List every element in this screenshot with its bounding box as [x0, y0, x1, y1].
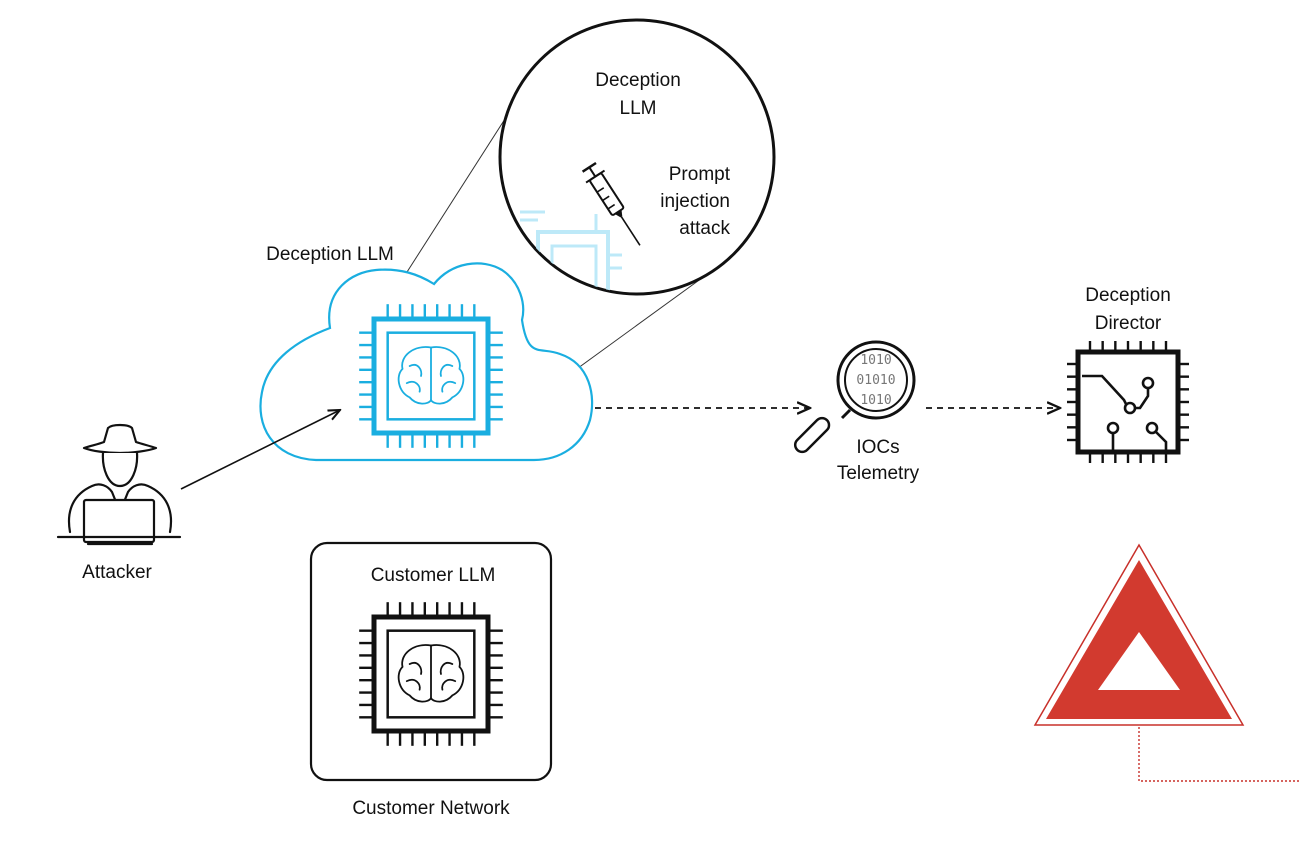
- syringe-icon: [581, 161, 641, 246]
- cloud-llm-label: Deception LLM: [266, 244, 394, 265]
- zoom-title-line-1: Deception: [595, 70, 681, 91]
- zoom-circle: [498, 18, 776, 296]
- customer-chip-icon: [359, 602, 503, 746]
- director-label-line-1: Deception: [1085, 285, 1171, 306]
- magnifier-icon: 1010 01010 1010: [793, 340, 916, 454]
- binary-line-1: 1010: [860, 353, 891, 368]
- deception-chip-icon: [359, 304, 503, 448]
- circuit-board-icon: [1067, 341, 1189, 463]
- customer-network-label: Customer Network: [352, 798, 510, 819]
- iocs-label-line-1: IOCs: [856, 437, 900, 458]
- attack-arrow: [180, 410, 340, 490]
- warning-triangle-icon: [1033, 543, 1245, 726]
- binary-line-2: 01010: [856, 373, 895, 388]
- prompt-label-line-2: injection: [660, 191, 730, 212]
- brain-icon: [397, 644, 465, 703]
- zoom-title-line-2: LLM: [619, 98, 657, 119]
- hacker-icon: [56, 423, 182, 546]
- customer-llm-label: Customer LLM: [370, 565, 496, 586]
- binary-line-3: 1010: [860, 393, 891, 408]
- alert-connector: [1138, 727, 1300, 782]
- prompt-label-line-3: attack: [679, 218, 730, 239]
- iocs-label-line-2: Telemetry: [836, 463, 920, 484]
- brain-icon: [397, 346, 465, 405]
- attacker-label: Attacker: [82, 562, 152, 583]
- prompt-label-line-1: Prompt: [668, 164, 730, 185]
- director-label-line-2: Director: [1094, 313, 1162, 334]
